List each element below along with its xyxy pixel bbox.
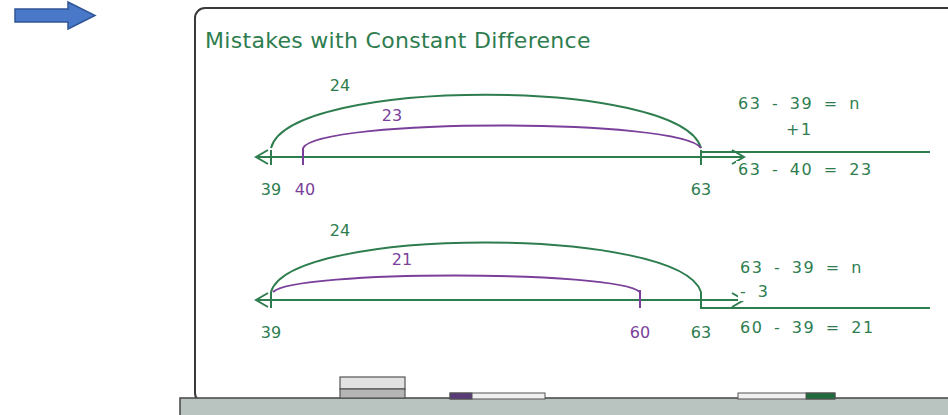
equation: 60 - 39 = 21 — [738, 319, 877, 337]
tick-label: 60 — [628, 324, 652, 342]
jump-label: 21 — [390, 251, 414, 269]
number-line-2-purple — [273, 276, 640, 309]
jump-arc — [303, 126, 701, 149]
adjustment: +1 — [784, 121, 815, 139]
pointer-arrow — [15, 2, 95, 29]
number-line-2 — [256, 243, 744, 309]
tick-label: 63 — [689, 181, 713, 199]
jump-arc — [271, 243, 701, 293]
equation: 63 - 39 = n — [738, 259, 865, 277]
tick-label: 63 — [689, 324, 713, 342]
jump-label: 24 — [328, 77, 352, 95]
whiteboard-frame — [195, 8, 948, 403]
marker-cap — [806, 393, 835, 399]
jump-label: 23 — [380, 107, 404, 125]
marker — [738, 393, 835, 399]
equation: 63 - 39 = n — [736, 95, 863, 113]
tick-label: 39 — [259, 181, 283, 199]
marker-tray — [180, 398, 948, 415]
arrow-head — [256, 293, 268, 307]
jump-label: 24 — [328, 222, 352, 240]
tick-mark — [302, 148, 304, 165]
number-line-1-purple — [303, 126, 701, 166]
jump-arc — [271, 95, 701, 148]
tick-mark — [270, 150, 272, 165]
equation: 63 - 40 = 23 — [736, 161, 875, 179]
marker-cap — [450, 393, 472, 399]
marker — [450, 393, 545, 399]
tick-mark — [700, 292, 702, 308]
arrow-head — [256, 150, 268, 164]
eraser — [340, 377, 405, 389]
number-line — [258, 299, 742, 301]
tick-label: 39 — [259, 324, 283, 342]
number-line-1 — [256, 95, 744, 165]
adjustment: - 3 — [738, 283, 772, 301]
equation-rule — [700, 307, 930, 309]
equation-rule — [700, 151, 930, 153]
eraser-base — [340, 389, 405, 398]
board-title: Mistakes with Constant Difference — [203, 28, 593, 53]
jump-arc — [273, 276, 640, 293]
tick-label: 40 — [293, 181, 317, 199]
tick-mark — [270, 292, 272, 308]
number-line — [258, 156, 742, 158]
